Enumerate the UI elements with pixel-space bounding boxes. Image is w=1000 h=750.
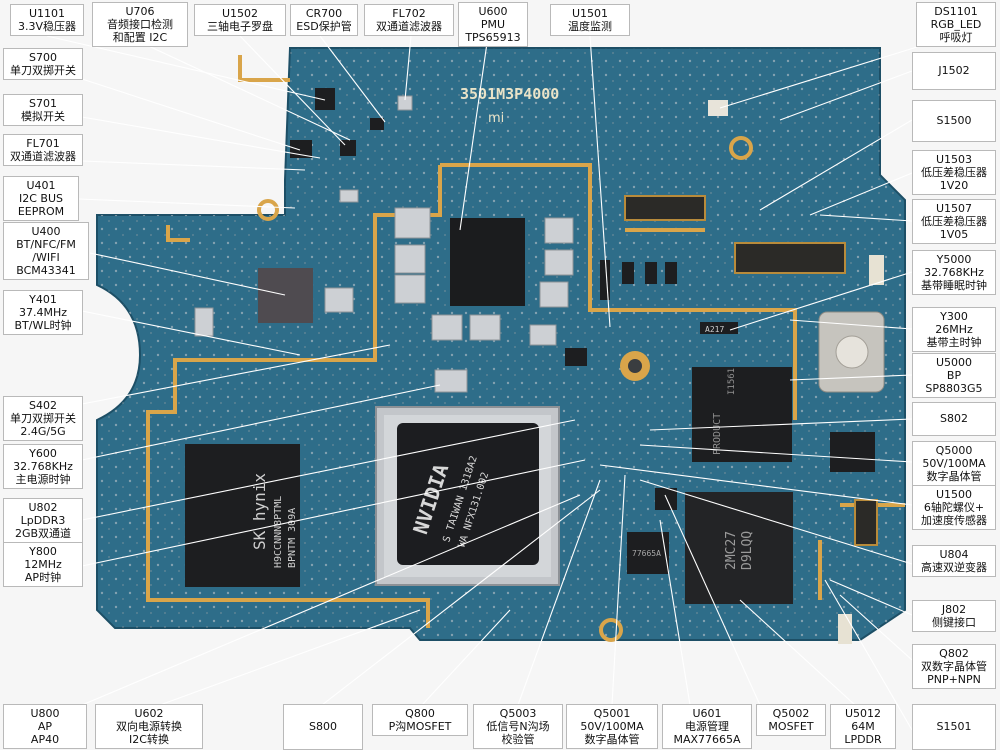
- label-j1502: J1502: [912, 52, 996, 90]
- baseband-chip-line-2: I1561: [727, 368, 737, 395]
- board-marking: 3501M3P4000: [460, 85, 559, 103]
- board-logo: mi: [488, 111, 504, 126]
- lpddr-chip-line-1: 2MC27: [724, 531, 739, 570]
- board-connectors: [624, 195, 884, 644]
- label-s800: S800: [283, 704, 363, 750]
- label-s802: S802: [912, 402, 996, 436]
- passive-components: [194, 95, 574, 393]
- ram-chip-line-1: SK hynix: [250, 473, 269, 550]
- ram-chip-line-2: H9CCNNN8PTML: [273, 496, 284, 568]
- wifi-module: [258, 268, 313, 323]
- baseband-chip: [692, 367, 792, 462]
- pmic-chip-marking: 77665A: [632, 549, 661, 558]
- lpddr-chip-line-2: D9LQQ: [740, 531, 755, 570]
- label-s1501: S1501: [912, 704, 996, 750]
- leader-lines: [46, 35, 918, 731]
- pmu-chip: [450, 218, 525, 306]
- soc-chip: [397, 423, 539, 565]
- pmic-chip: [627, 532, 669, 574]
- lpddr-chip: [685, 492, 793, 604]
- crystal-marking: A217: [705, 325, 724, 334]
- label-s1500: S1500: [912, 100, 996, 142]
- ram-chip-line-3: BPNTM 309A: [287, 508, 298, 568]
- ram-chip: [185, 444, 300, 587]
- mounting-holes: [257, 136, 753, 642]
- baseband-chip-line-1: PRODUCT: [712, 413, 723, 455]
